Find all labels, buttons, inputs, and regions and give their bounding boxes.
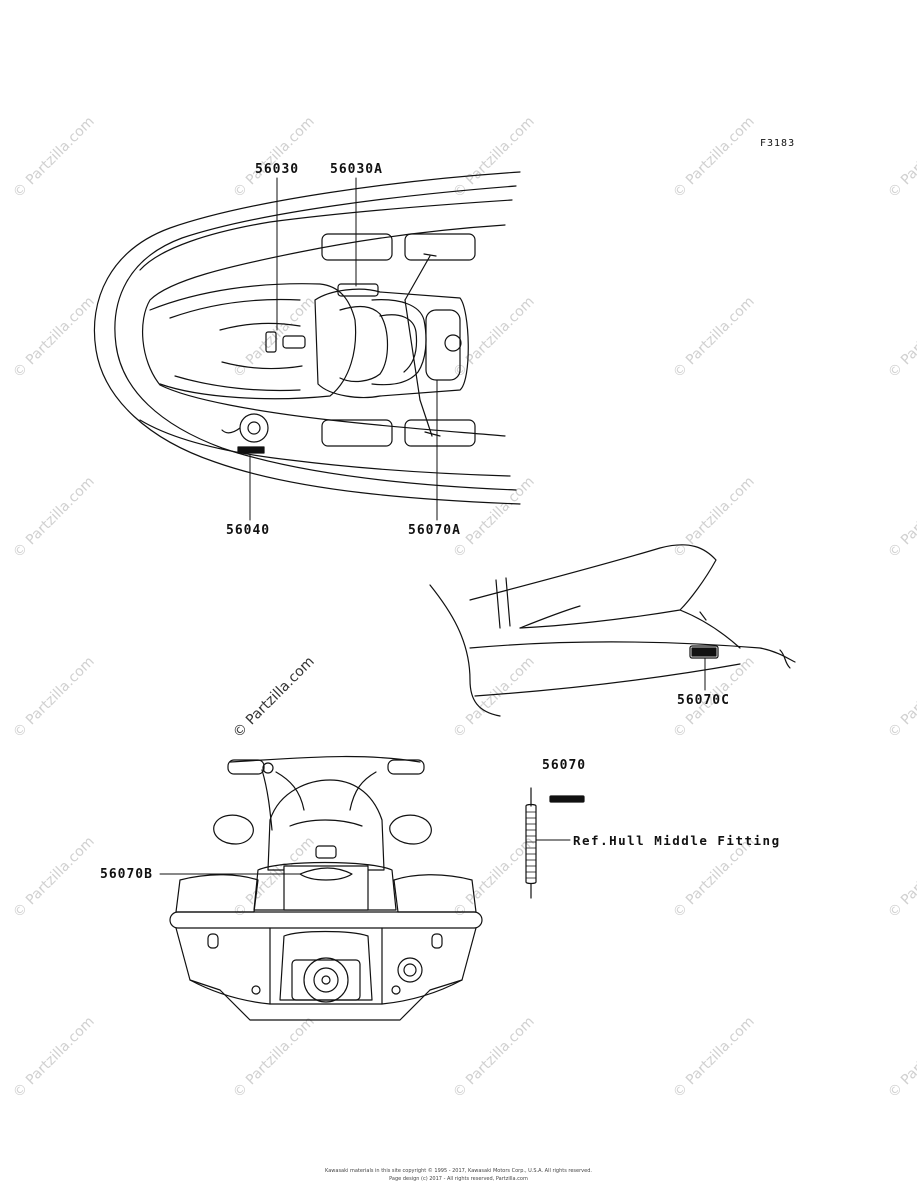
figure-code: F3183 [760,138,796,149]
footer-copyright: Kawasaki materials in this site copyrigh… [325,1168,592,1174]
reference-note: Ref.Hull Middle Fitting [573,833,781,848]
callout-56030: 56030 [255,162,300,177]
callout-56070B: 56070B [100,867,153,882]
side-view-hull [429,544,796,717]
hull-middle-fitting [525,787,585,899]
rear-view-hull [169,755,483,1021]
callout-56040: 56040 [226,523,271,538]
leader-lines-top [249,177,438,521]
callout-56030A: 56030A [330,162,383,177]
footer-page-design: Page design (c) 2017 - All rights reserv… [389,1176,528,1182]
callout-56070C: 56070C [677,693,730,708]
top-view-hull [93,171,521,505]
callout-56070: 56070 [542,758,587,773]
callout-56070A: 56070A [408,523,461,538]
